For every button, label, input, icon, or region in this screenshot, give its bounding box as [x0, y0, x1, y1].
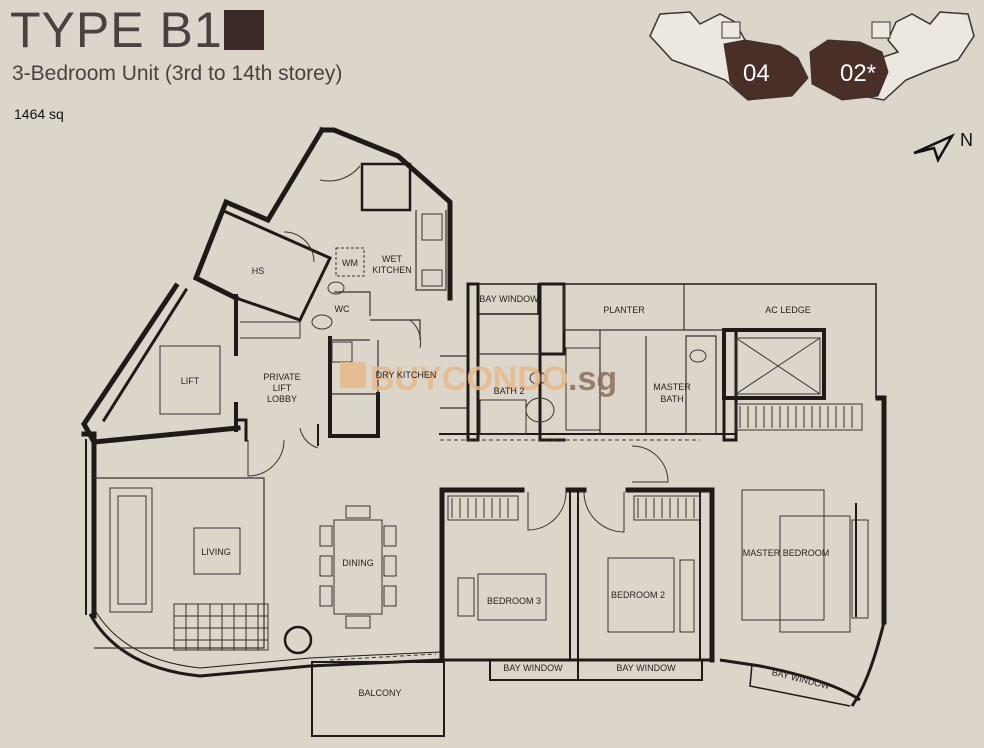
room-wm: WM	[342, 258, 358, 268]
doors	[247, 165, 669, 533]
sofa	[109, 487, 153, 613]
key-unit-04-label: 04	[743, 60, 770, 87]
room-lift: LIFT	[181, 376, 200, 386]
room-hs: HS	[252, 266, 265, 276]
north-label: N	[960, 130, 973, 150]
room-living: LIVING	[201, 547, 231, 557]
unit-type-title: TYPE B1	[10, 2, 223, 58]
room-master-bedroom: MASTER BEDROOM	[743, 548, 830, 558]
fixtures	[109, 162, 869, 655]
walls	[81, 126, 887, 663]
unit-area: 1464 sq	[14, 106, 64, 122]
room-wc: WC	[335, 304, 350, 314]
north-arrow-icon: N	[913, 130, 973, 164]
room-master-bath-2: BATH	[660, 394, 683, 404]
bay-window-bath	[477, 283, 539, 315]
bedroom2-wardrobe	[633, 495, 701, 521]
room-labels: HS WM WET KITCHEN WC LIFT PRIVATE LIFT L…	[181, 254, 831, 698]
room-bedroom3: BEDROOM 3	[487, 596, 541, 606]
room-lobby-2: LIFT	[273, 383, 292, 393]
unit-subtitle: 3-Bedroom Unit (3rd to 14th storey)	[12, 62, 343, 85]
dining-table	[333, 519, 383, 615]
room-master-bath-1: MASTER	[653, 382, 691, 392]
bed-3	[477, 573, 547, 621]
room-bay-window-bath: BAY WINDOW	[479, 294, 539, 304]
key-unit-04	[723, 39, 809, 101]
key-unit-02	[809, 39, 889, 101]
watermark-brand: BUYCONDO	[370, 360, 568, 398]
bed-2	[607, 557, 675, 633]
coffee-table	[193, 527, 241, 575]
master-bed	[779, 515, 851, 633]
watermark-suffix: .sg	[568, 360, 617, 398]
room-wet-kitchen-2: KITCHEN	[372, 265, 412, 275]
unit-color-swatch	[224, 10, 264, 50]
room-planter: PLANTER	[603, 305, 645, 315]
bay-window-bedrooms	[489, 659, 703, 681]
room-bay-window-1: BAY WINDOW	[503, 663, 563, 673]
room-wet-kitchen-1: WET	[382, 254, 402, 264]
room-dry-kitchen: DRY KITCHEN	[376, 370, 437, 380]
balcony	[311, 661, 445, 737]
room-bedroom2: BEDROOM 2	[611, 590, 665, 600]
rug	[173, 603, 269, 651]
room-dining: DINING	[342, 558, 374, 568]
room-lobby-1: PRIVATE	[263, 372, 300, 382]
key-plan: 04 02*	[649, 11, 975, 101]
lift-box	[159, 345, 221, 415]
room-bay-window-2: BAY WINDOW	[616, 663, 676, 673]
key-unit-02-label: 02*	[840, 60, 876, 87]
bedroom3-wardrobe	[447, 495, 519, 521]
room-bath2: BATH 2	[494, 386, 525, 396]
curved-facade	[88, 611, 886, 707]
wardrobe-hangers	[451, 406, 853, 518]
master-wardrobe	[735, 403, 863, 431]
room-lobby-3: LOBBY	[267, 394, 297, 404]
room-ac-ledge: AC LEDGE	[765, 305, 811, 315]
washing-machine	[335, 247, 365, 277]
partitions	[94, 210, 724, 649]
watermark-logo: BUYCONDO .sg	[340, 360, 617, 398]
column-icon	[283, 625, 313, 655]
room-bay-window-3: BAY WINDOW	[771, 667, 831, 691]
room-balcony: BALCONY	[358, 688, 401, 698]
